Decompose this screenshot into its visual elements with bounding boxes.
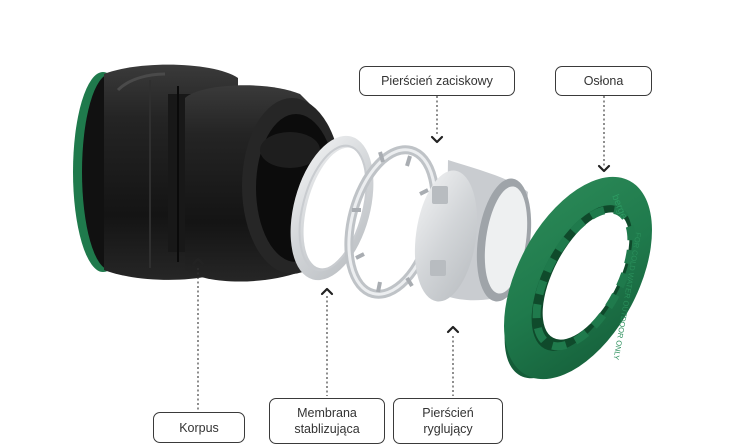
- label-pierscien-zaciskowy: Pierścień zaciskowy: [359, 66, 515, 96]
- label-pierscien-ryglujacy: Pierścień ryglujący: [393, 398, 503, 444]
- leader-lines: [197, 96, 605, 411]
- chevron-markers: [191, 135, 611, 334]
- chevron-up-icon: [191, 257, 205, 266]
- chevron-up-icon: [320, 287, 334, 296]
- label-oslona: Osłona: [555, 66, 652, 96]
- chevron-down-icon: [430, 135, 444, 144]
- chevron-up-icon: [446, 325, 460, 334]
- label-korpus: Korpus: [153, 412, 245, 443]
- label-membrana-stablizujaca: Membrana stablizująca: [269, 398, 385, 444]
- oslona-cap: berge FOR COLD WATER OUTDOOR ONLY: [504, 176, 652, 380]
- chevron-down-icon: [597, 164, 611, 173]
